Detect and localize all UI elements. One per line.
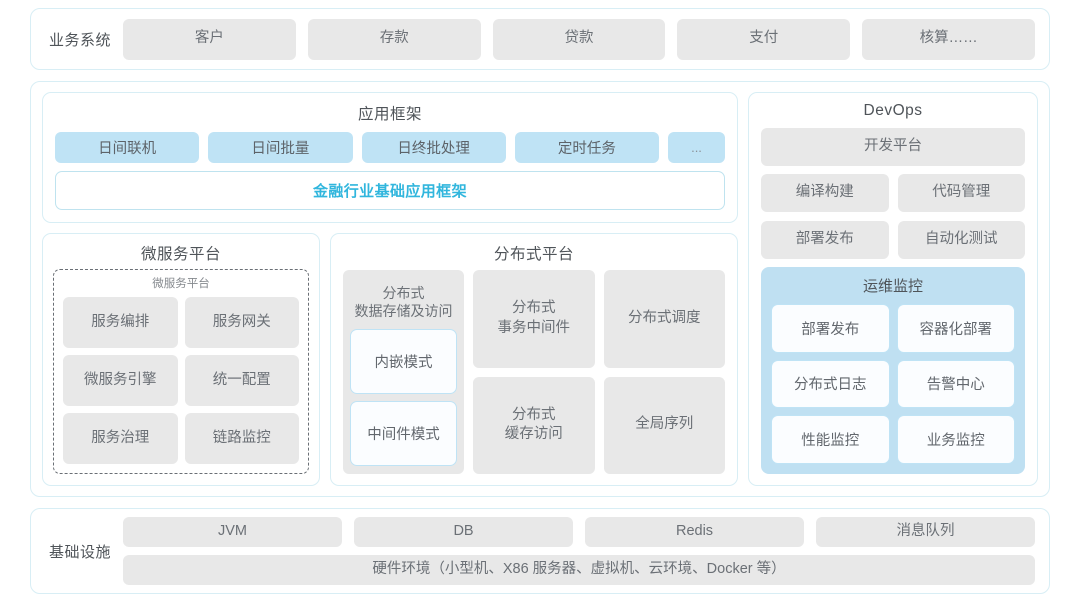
microservice-item-gateway[interactable]: 服务网关 <box>184 297 299 348</box>
business-systems-section: 业务系统 客户 存款 贷款 支付 核算…… <box>30 8 1050 70</box>
application-framework-tags: 日间联机 日间批量 日终批处理 定时任务 ... <box>55 132 725 163</box>
ops-item-performance-monitoring[interactable]: 性能监控 <box>771 415 890 464</box>
devops-item-code-management[interactable]: 代码管理 <box>897 174 1025 212</box>
business-item-accounting[interactable]: 核算…… <box>862 18 1035 60</box>
microservice-dashed-group: 微服务平台 服务编排 服务网关 微服务引擎 统一配置 服务治理 链路监控 <box>53 269 309 474</box>
distributed-body: 分布式 数据存储及访问 内嵌模式 中间件模式 分布式 事务中间件 分布式调度 分… <box>343 270 725 474</box>
business-systems-label: 业务系统 <box>49 31 112 49</box>
distributed-platform-panel: 分布式平台 分布式 数据存储及访问 内嵌模式 中间件模式 分布式 事务中间件 分… <box>330 233 738 486</box>
app-tag-eod-batch[interactable]: 日终批处理 <box>361 132 506 163</box>
microservice-item-trace-monitoring[interactable]: 链路监控 <box>184 413 299 464</box>
devops-item-deploy-release[interactable]: 部署发布 <box>761 221 889 259</box>
infrastructure-item-db[interactable]: DB <box>354 517 574 547</box>
distributed-item-transaction-middleware[interactable]: 分布式 事务中间件 <box>473 270 595 368</box>
infrastructure-items-row: JVM DB Redis 消息队列 <box>123 517 1036 547</box>
business-item-deposit[interactable]: 存款 <box>307 18 481 60</box>
infrastructure-label: 基础设施 <box>49 543 112 561</box>
infrastructure-item-jvm[interactable]: JVM <box>123 517 343 547</box>
financial-base-framework-bar: 金融行业基础应用框架 <box>55 171 725 210</box>
devops-title: DevOps <box>863 102 923 119</box>
platform-section: 应用框架 日间联机 日间批量 日终批处理 定时任务 ... 金融行业基础应用框架… <box>30 81 1050 497</box>
ops-monitoring-panel: 运维监控 部署发布 容器化部署 分布式日志 告警中心 性能监控 业务监控 <box>761 267 1025 474</box>
distributed-item-cache-access[interactable]: 分布式 缓存访问 <box>473 376 595 474</box>
platform-row: 微服务平台 微服务平台 服务编排 服务网关 微服务引擎 统一配置 服务治理 链路… <box>42 233 738 486</box>
business-item-loan[interactable]: 贷款 <box>492 18 666 60</box>
devops-item-automated-testing[interactable]: 自动化测试 <box>897 221 1025 259</box>
ops-item-alert-center[interactable]: 告警中心 <box>896 359 1015 409</box>
distributed-data-storage-title: 分布式 数据存储及访问 <box>354 285 453 320</box>
ops-monitoring-title: 运维监控 <box>862 278 923 295</box>
infrastructure-item-message-queue[interactable]: 消息队列 <box>816 517 1036 547</box>
ops-monitoring-grid: 部署发布 容器化部署 分布式日志 告警中心 性能监控 业务监控 <box>771 304 1015 464</box>
microservice-items-grid: 服务编排 服务网关 微服务引擎 统一配置 服务治理 链路监控 <box>63 297 299 464</box>
microservice-item-unified-config[interactable]: 统一配置 <box>184 355 299 406</box>
microservice-item-orchestration[interactable]: 服务编排 <box>63 297 178 348</box>
devops-panel: DevOps 开发平台 编译构建 代码管理 部署发布 自动化测试 运维监控 部署… <box>748 92 1038 486</box>
infrastructure-item-redis[interactable]: Redis <box>585 517 805 547</box>
distributed-mode-middleware[interactable]: 中间件模式 <box>350 401 457 466</box>
microservice-item-engine[interactable]: 微服务引擎 <box>63 355 178 406</box>
app-tag-daytime-batch[interactable]: 日间批量 <box>208 132 353 163</box>
platform-left-column: 应用框架 日间联机 日间批量 日终批处理 定时任务 ... 金融行业基础应用框架… <box>42 92 738 486</box>
microservice-platform-panel: 微服务平台 微服务平台 服务编排 服务网关 微服务引擎 统一配置 服务治理 链路… <box>42 233 320 486</box>
app-tag-daytime-online[interactable]: 日间联机 <box>55 132 200 163</box>
ops-item-deploy-release[interactable]: 部署发布 <box>771 304 890 353</box>
distributed-data-storage-group[interactable]: 分布式 数据存储及访问 内嵌模式 中间件模式 <box>343 270 464 474</box>
devops-items-grid: 编译构建 代码管理 部署发布 自动化测试 <box>761 174 1025 259</box>
microservice-inner-label: 微服务平台 <box>152 278 210 290</box>
app-tag-scheduled-task[interactable]: 定时任务 <box>514 132 659 163</box>
app-tag-more[interactable]: ... <box>668 132 725 163</box>
ops-item-business-monitoring[interactable]: 业务监控 <box>896 415 1015 464</box>
devops-item-compile-build[interactable]: 编译构建 <box>761 174 889 212</box>
microservice-platform-title: 微服务平台 <box>140 246 221 263</box>
infrastructure-hardware-environment[interactable]: 硬件环境（小型机、X86 服务器、虚拟机、云环境、Docker 等） <box>123 555 1035 585</box>
business-item-customer[interactable]: 客户 <box>123 18 296 60</box>
distributed-item-scheduling[interactable]: 分布式调度 <box>603 270 725 368</box>
application-framework-title: 应用框架 <box>357 106 422 123</box>
ops-item-containerized-deploy[interactable]: 容器化部署 <box>896 304 1015 353</box>
infrastructure-section: 基础设施 JVM DB Redis 消息队列 硬件环境（小型机、X86 服务器、… <box>30 508 1050 594</box>
distributed-items-grid: 分布式 事务中间件 分布式调度 分布式 缓存访问 全局序列 <box>473 270 725 474</box>
infrastructure-content: JVM DB Redis 消息队列 硬件环境（小型机、X86 服务器、虚拟机、云… <box>123 517 1036 585</box>
distributed-mode-embedded[interactable]: 内嵌模式 <box>350 329 457 395</box>
application-framework-panel: 应用框架 日间联机 日间批量 日终批处理 定时任务 ... 金融行业基础应用框架 <box>42 92 738 223</box>
distributed-item-global-sequence[interactable]: 全局序列 <box>603 376 725 474</box>
microservice-item-governance[interactable]: 服务治理 <box>63 413 178 464</box>
business-item-payment[interactable]: 支付 <box>677 18 851 60</box>
devops-item-dev-platform[interactable]: 开发平台 <box>761 128 1025 166</box>
distributed-platform-title: 分布式平台 <box>493 246 574 263</box>
devops-column: DevOps 开发平台 编译构建 代码管理 部署发布 自动化测试 运维监控 部署… <box>748 92 1038 486</box>
ops-item-distributed-logs[interactable]: 分布式日志 <box>771 359 890 409</box>
